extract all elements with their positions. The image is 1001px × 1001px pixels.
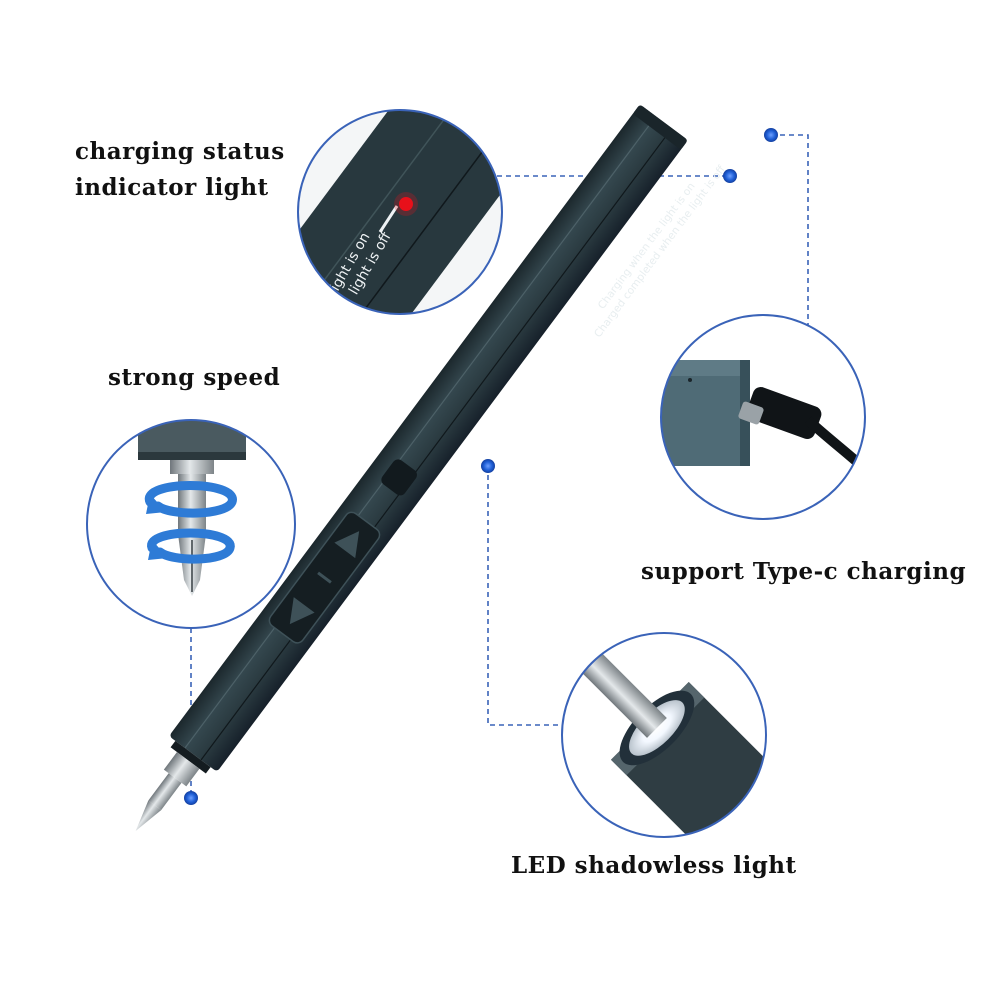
usb-port-dot [764, 128, 778, 142]
led-light-label: LED shadowless light [511, 852, 797, 879]
rotation-arrow-lower [147, 528, 235, 564]
led-button [381, 459, 417, 496]
connector-typec [771, 134, 809, 330]
rotation-arrow-upper [145, 481, 237, 518]
charging-status-label: charging status indicator light [75, 134, 285, 206]
connector-led [487, 466, 562, 726]
indicator-dot [723, 169, 737, 183]
zoom-type-c [660, 314, 866, 520]
led-dot [481, 459, 495, 473]
strong-speed-label: strong speed [108, 364, 281, 391]
red-indicator-light [399, 197, 413, 211]
zoom-strong-speed [86, 419, 296, 629]
type-c-label: support Type-c charging [641, 558, 967, 585]
led-ring [629, 700, 685, 756]
zoom-led-light [561, 632, 767, 838]
tip-dot [184, 791, 198, 805]
charging-status-line2: indicator light [75, 174, 269, 201]
charging-status-line1: charging status [75, 138, 285, 165]
